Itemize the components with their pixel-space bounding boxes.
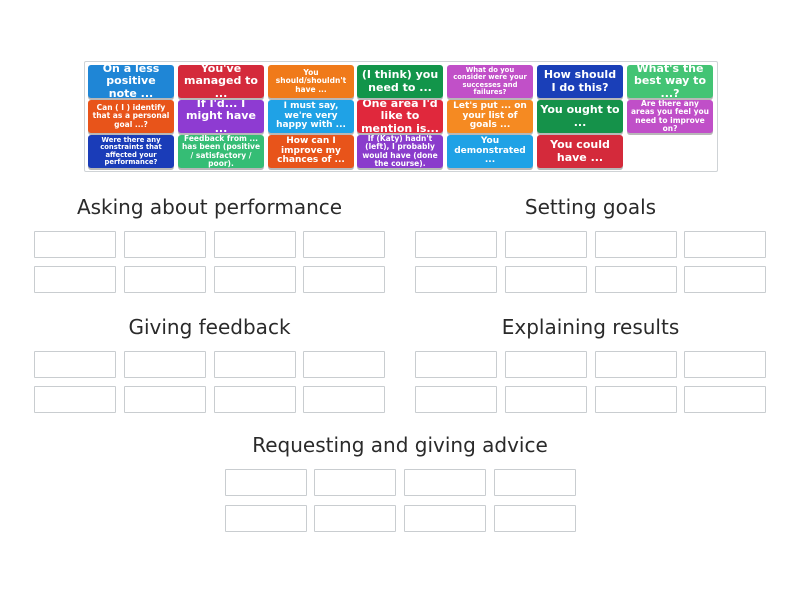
drop-slot[interactable]: [494, 469, 576, 496]
drop-slot[interactable]: [595, 351, 677, 378]
tile[interactable]: If I'd... I might have ...: [178, 100, 264, 133]
category-title: Giving feedback: [128, 315, 291, 339]
drop-slot[interactable]: [595, 266, 677, 293]
tile[interactable]: You've managed to ...: [178, 65, 264, 98]
category-title: Explaining results: [501, 315, 680, 339]
drop-slot[interactable]: [214, 351, 296, 378]
drop-slot[interactable]: [595, 231, 677, 258]
tile[interactable]: (I think) you need to ...: [357, 65, 443, 98]
tile[interactable]: One area I'd like to mention is...: [357, 100, 443, 133]
drop-slot[interactable]: [505, 231, 587, 258]
drop-slot[interactable]: [124, 386, 206, 413]
drop-slot[interactable]: [124, 266, 206, 293]
drop-slot[interactable]: [34, 231, 116, 258]
drop-slot[interactable]: [303, 266, 385, 293]
tile[interactable]: You ought to ...: [537, 100, 623, 133]
tile[interactable]: Feedback from ... has been (positive / s…: [178, 135, 264, 168]
drop-slot[interactable]: [595, 386, 677, 413]
drop-slot[interactable]: [124, 351, 206, 378]
drop-slot[interactable]: [214, 266, 296, 293]
tile[interactable]: You should/shouldn't have ...: [268, 65, 354, 98]
tile[interactable]: Can ( I ) identify that as a personal go…: [88, 100, 174, 133]
drop-slot[interactable]: [214, 231, 296, 258]
drop-slot[interactable]: [415, 351, 497, 378]
drop-slot[interactable]: [34, 386, 116, 413]
drop-slot[interactable]: [214, 386, 296, 413]
drop-slot[interactable]: [225, 469, 307, 496]
tile[interactable]: Are there any areas you feel you need to…: [627, 100, 713, 133]
drop-slot[interactable]: [505, 266, 587, 293]
drop-slot[interactable]: [684, 266, 766, 293]
tile[interactable]: You demonstrated ...: [447, 135, 533, 168]
tile[interactable]: On a less positive note ...: [88, 65, 174, 98]
drop-slot[interactable]: [415, 386, 497, 413]
drop-slot[interactable]: [494, 505, 576, 532]
category-title: Requesting and giving advice: [252, 433, 548, 457]
drop-slot[interactable]: [684, 351, 766, 378]
tile[interactable]: You could have ...: [537, 135, 623, 168]
drop-slot[interactable]: [34, 266, 116, 293]
category-title: Setting goals: [524, 195, 657, 219]
drop-slot[interactable]: [303, 231, 385, 258]
drop-slot[interactable]: [684, 386, 766, 413]
tile[interactable]: Let's put ... on your list of goals ...: [447, 100, 533, 133]
drop-slot[interactable]: [415, 266, 497, 293]
drop-slot[interactable]: [404, 469, 486, 496]
tile[interactable]: How can I improve my chances of ...: [268, 135, 354, 168]
tile[interactable]: What do you consider were your successes…: [447, 65, 533, 98]
drop-slot[interactable]: [505, 386, 587, 413]
tile[interactable]: How should I do this?: [537, 65, 623, 98]
drop-slot[interactable]: [314, 469, 396, 496]
category-title: Asking about performance: [76, 195, 343, 219]
drop-slot[interactable]: [404, 505, 486, 532]
drop-slot[interactable]: [684, 231, 766, 258]
tile[interactable]: If (Katy) hadn't (left), I probably woul…: [357, 135, 443, 168]
drop-slot[interactable]: [124, 231, 206, 258]
tile[interactable]: What's the best way to ...?: [627, 65, 713, 98]
tile[interactable]: Were there any constraints that affected…: [88, 135, 174, 168]
drop-slot[interactable]: [303, 351, 385, 378]
drop-slot[interactable]: [34, 351, 116, 378]
tile[interactable]: I must say, we're very happy with ...: [268, 100, 354, 133]
drop-slot[interactable]: [314, 505, 396, 532]
drop-slot[interactable]: [303, 386, 385, 413]
drop-slot[interactable]: [415, 231, 497, 258]
drop-slot[interactable]: [505, 351, 587, 378]
drop-slot[interactable]: [225, 505, 307, 532]
